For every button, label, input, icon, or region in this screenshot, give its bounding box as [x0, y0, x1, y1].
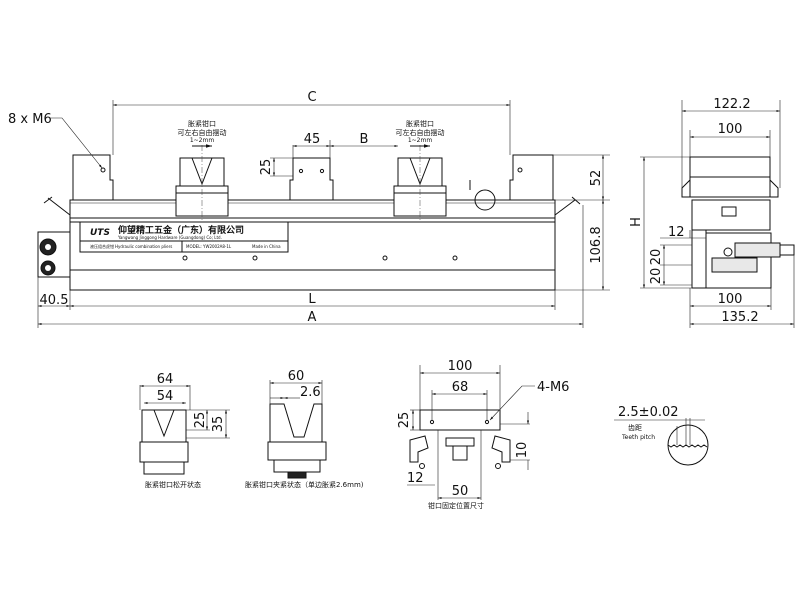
dim-122-2: 122.2 [713, 97, 750, 112]
dim-64: 64 [157, 372, 174, 387]
dim-l: L [308, 292, 316, 307]
caption: 胀紧钳口夹紧状态（单边胀紧2.6mm) [245, 480, 364, 489]
company-name-cn: 仰望精工五金（广东）有限公司 [118, 224, 244, 236]
dim-20: 20 [649, 268, 664, 285]
jaw-note: 胀紧钳口 [406, 119, 434, 128]
dim-45: 45 [304, 132, 321, 147]
dim-68: 68 [452, 380, 469, 395]
jaw-position-view: 100 68 4-M6 25 10 12 50 钳口固定位置尺寸 [397, 359, 569, 510]
product-name-en: Hydraulic combination pliers [115, 244, 172, 249]
left-fixed-jaw [72, 154, 114, 201]
jaw-note: 1~2mm [408, 137, 433, 144]
dim-25: 25 [193, 412, 208, 429]
jaw-note: 可左右自由摆动 [396, 128, 445, 137]
dim-100: 100 [718, 292, 743, 307]
dim-60: 60 [288, 369, 305, 384]
teeth-pitch-label-en: Teeth pitch [621, 434, 655, 441]
nameplate: UTS 仰望精工五金（广东）有限公司 Yangwang Jinggong Har… [79, 221, 289, 253]
dim-12: 12 [407, 471, 424, 486]
product-name-cn: 液压组合虎钳 [90, 243, 114, 249]
dim-b: B [360, 132, 369, 147]
dim-100: 100 [718, 122, 743, 137]
dim-100: 100 [448, 359, 473, 374]
dim-35: 35 [211, 416, 226, 433]
dim-10: 10 [515, 442, 530, 459]
dim-54: 54 [157, 389, 174, 404]
dim-2-6: 2.6 [300, 385, 321, 400]
origin: Made in China [252, 244, 281, 249]
jaw-clamp-view: 60 2.6 胀紧钳口夹紧状态（单边胀紧2.6mm) [245, 369, 364, 489]
thread-callout: 4-M6 [537, 380, 569, 395]
front-view: 胀紧钳口 可左右自由摆动 1~2mm 胀紧钳口 可左右自由摆动 1~2mm UT… [8, 90, 610, 328]
dim-teeth-pitch: 2.5±0.02 [618, 405, 679, 420]
center-jaw [289, 157, 334, 201]
dim-52: 52 [589, 170, 604, 187]
dim-20: 20 [649, 249, 664, 266]
expanding-jaw-left [175, 145, 229, 220]
teeth-pitch-detail: 2.5±0.02 齿距 Teeth pitch [614, 405, 709, 466]
company-name-en: Yangwang Jinggong Hardware (Guangdong) C… [117, 235, 222, 240]
dim-106-8: 106.8 [589, 226, 604, 263]
dim-c: C [307, 90, 316, 105]
thread-callout: 8 x M6 [8, 112, 52, 127]
logo: UTS [90, 228, 110, 238]
dim-50: 50 [452, 484, 469, 499]
right-lever [554, 196, 581, 216]
jaw-note: 胀紧钳口 [188, 119, 216, 128]
model-number: MODEL: YW2002A8-1L [186, 244, 232, 249]
dim-25: 25 [259, 159, 274, 176]
dim-135-2: 135.2 [721, 310, 758, 325]
dim-h: H [629, 217, 644, 227]
jaw-open-view: 64 54 25 35 胀紧钳口松开状态 [139, 372, 230, 489]
teeth-pitch-label-cn: 齿距 [628, 424, 642, 432]
gauge-icon [474, 189, 496, 211]
left-lever [43, 196, 71, 216]
caption: 胀紧钳口松开状态 [145, 480, 201, 489]
right-fixed-jaw [509, 154, 554, 201]
side-view: 12 20 20 122.2 100 H 100 135.2 [629, 97, 795, 328]
dim-12: 12 [668, 225, 685, 240]
dim-25: 25 [397, 412, 412, 429]
caption: 钳口固定位置尺寸 [428, 501, 484, 510]
expanding-jaw-right [393, 145, 447, 220]
dim-a: A [308, 310, 317, 325]
jaw-note: 可左右自由摆动 [178, 128, 227, 137]
dim-40-5: 40.5 [40, 293, 69, 308]
jaw-note: 1~2mm [190, 137, 215, 144]
